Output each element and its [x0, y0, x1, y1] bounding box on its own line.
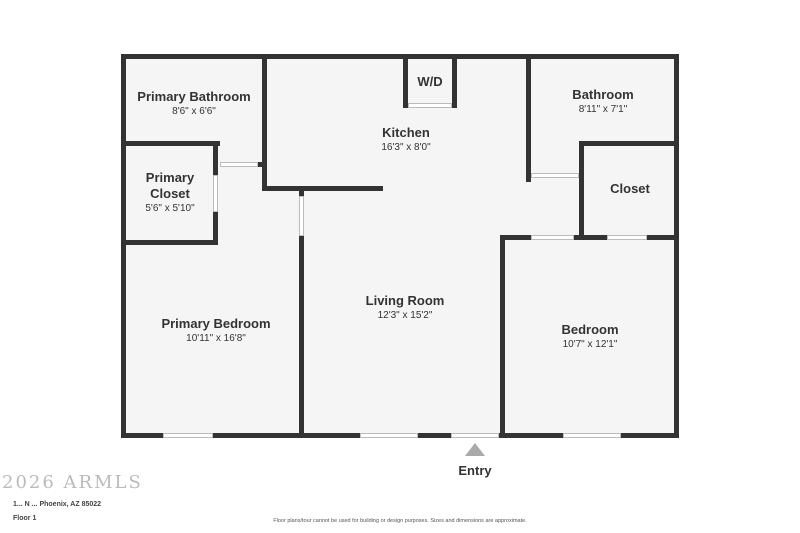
- wall: [258, 162, 267, 167]
- room-dims: 8'6" x 6'6": [172, 106, 216, 117]
- wall: [121, 141, 220, 146]
- watermark: 2026 ARMLS: [2, 472, 143, 493]
- floor-label: Floor 1: [13, 515, 37, 522]
- door: [299, 196, 304, 236]
- room-bathroom: Bathroom 8'11" x 7'1": [572, 87, 633, 117]
- door: [408, 103, 452, 108]
- entry-door: [451, 433, 499, 438]
- door: [531, 173, 579, 178]
- room-name: Kitchen: [382, 125, 430, 140]
- room-name: Bedroom: [561, 322, 619, 337]
- room-name: Bathroom: [572, 87, 634, 102]
- door: [220, 162, 258, 167]
- wall: [674, 54, 679, 438]
- room-dims: 16'3" x 8'0": [381, 142, 431, 153]
- window: [563, 433, 621, 438]
- wall: [262, 186, 383, 191]
- door: [531, 235, 574, 240]
- wall: [403, 54, 408, 108]
- door: [213, 175, 218, 212]
- room-kitchen: Kitchen 16'3" x 8'0": [381, 125, 430, 155]
- window: [360, 433, 418, 438]
- room-closet: Closet: [610, 181, 650, 197]
- window: [163, 433, 213, 438]
- wall: [500, 235, 679, 240]
- room-primary-bathroom: Primary Bathroom 8'6" x 6'6": [137, 89, 250, 119]
- room-dims: 5'6" x 5'10": [145, 203, 195, 214]
- wall: [121, 54, 126, 438]
- room-wd: W/D: [417, 74, 442, 90]
- room-dims: 8'11" x 7'1": [578, 104, 628, 115]
- floor-area: [121, 54, 679, 438]
- wall: [299, 190, 304, 438]
- wall: [452, 54, 457, 108]
- door: [607, 235, 647, 240]
- room-name: Primary Bedroom: [161, 316, 271, 331]
- room-name: Primary Bathroom: [137, 89, 251, 104]
- wall: [526, 54, 531, 182]
- room-name-2: Closet: [150, 186, 190, 201]
- wall: [579, 141, 584, 240]
- room-dims: 10'11" x 16'8": [186, 333, 246, 344]
- wall: [121, 54, 679, 59]
- room-name: W/D: [417, 74, 443, 89]
- entry-label: Entry: [458, 463, 492, 478]
- room-living-room: Living Room 12'3" x 15'2": [366, 293, 445, 323]
- room-name: Primary: [145, 170, 195, 185]
- wall: [262, 54, 267, 191]
- disclaimer: Floor plans/tour cannot be used for buil…: [273, 518, 527, 524]
- wall: [579, 141, 679, 146]
- room-primary-bedroom: Primary Bedroom 10'11" x 16'8": [161, 316, 270, 346]
- address: 1... N ... Phoenix, AZ 85022: [13, 501, 102, 508]
- room-name: Closet: [610, 181, 650, 196]
- room-dims: 10'7" x 12'1": [562, 339, 618, 350]
- room-name: Living Room: [365, 293, 445, 308]
- room-bedroom: Bedroom 10'7" x 12'1": [561, 322, 618, 352]
- wall: [500, 235, 505, 438]
- wall: [121, 240, 218, 245]
- entry-arrow-icon: [465, 443, 485, 456]
- room-dims: 12'3" x 15'2": [377, 310, 433, 321]
